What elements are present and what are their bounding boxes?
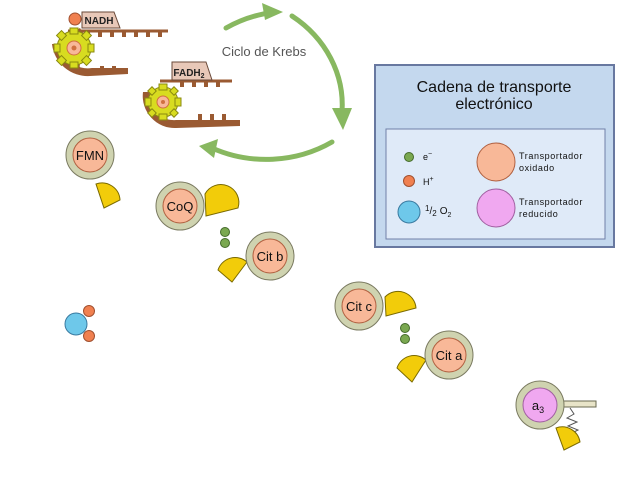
- nadh-label: NADH: [85, 16, 114, 27]
- cit-c-label: Cit c: [346, 299, 373, 314]
- fadh2-enzyme: FADH2: [142, 61, 240, 129]
- electron-pair: [400, 323, 410, 344]
- legend-proton-icon: [403, 175, 415, 187]
- fmn-label: FMN: [76, 148, 104, 163]
- legend-reduced-line2: reducido: [519, 209, 558, 219]
- legend-oxidized-line1: Transportador: [519, 151, 583, 161]
- carrier-fmn: FMN: [65, 130, 121, 209]
- legend-reduced-line1: Transportador: [519, 197, 583, 207]
- cit-b-label: Cit b: [257, 249, 284, 264]
- nadh-enzyme: NADH: [52, 11, 168, 77]
- a3-label: a3: [532, 398, 544, 415]
- legend-oxygen-icon: [397, 200, 421, 224]
- legend-title-line1: Cadena de transporte: [417, 79, 572, 96]
- legend-electron-label: e−: [423, 151, 432, 162]
- carrier-a3: a3: [515, 380, 597, 451]
- nadh-gear-icon: [53, 27, 95, 69]
- legend-oxidized-icon: [476, 142, 516, 182]
- carrier-cit-a: Cit a: [396, 330, 474, 383]
- coq-label: CoQ: [167, 199, 194, 214]
- legend-oxidized-line2: oxidado: [519, 163, 555, 173]
- legend-electron-icon: [404, 152, 414, 162]
- legend-proton-label: H+: [423, 176, 434, 187]
- nadh-proton-marker: [68, 12, 82, 26]
- oxygen-molecule: [64, 305, 95, 342]
- legend-title-line2: electrónico: [455, 96, 532, 113]
- fadh2-label: FADH2: [173, 68, 204, 80]
- carrier-cit-b: Cit b: [217, 231, 295, 283]
- legend-panel: Cadena de transporte electrónico e− H+ 1…: [374, 64, 615, 248]
- cit-a-label: Cit a: [436, 348, 464, 363]
- fadh2-gear-icon: [144, 83, 182, 121]
- krebs-cycle: Ciclo de Krebs: [199, 3, 352, 162]
- legend-reduced-icon: [476, 188, 516, 228]
- krebs-cycle-title: Ciclo de Krebs: [222, 44, 307, 59]
- carrier-cit-c: Cit c: [334, 281, 417, 331]
- electron-pair: [220, 227, 230, 248]
- carrier-coq: CoQ: [155, 181, 240, 231]
